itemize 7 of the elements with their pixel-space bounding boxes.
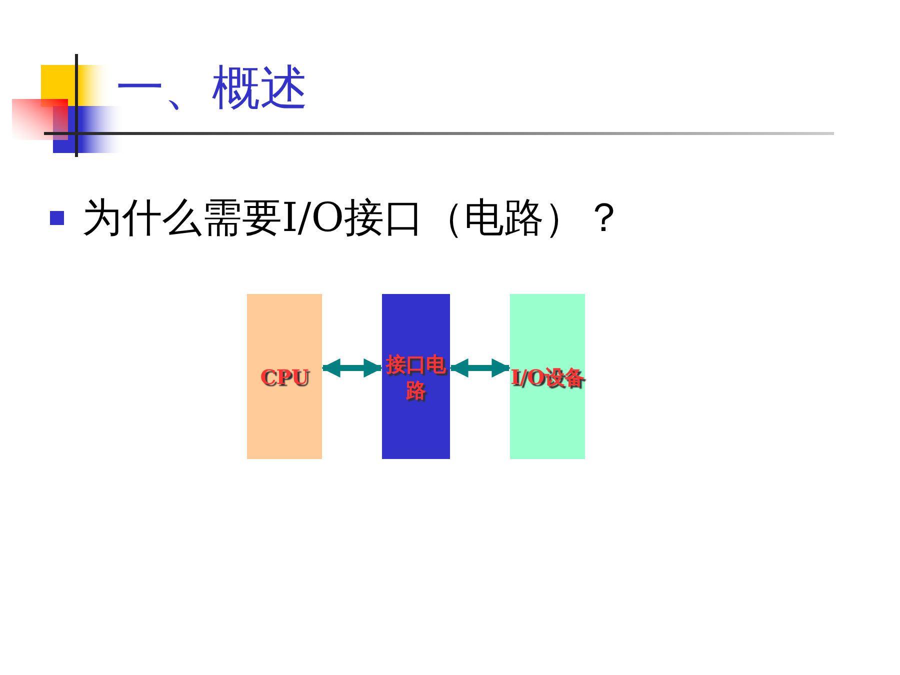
title: 一、概述 (116, 59, 308, 118)
double-arrow (449, 358, 511, 378)
cpu-box: CPU (247, 294, 322, 459)
question-text: 为什么需要I/O接口（电路）？ (82, 194, 624, 243)
double-arrow (321, 358, 383, 378)
device-box: I/O设备 (510, 294, 585, 459)
interface-box: 接口电路 (382, 294, 450, 459)
